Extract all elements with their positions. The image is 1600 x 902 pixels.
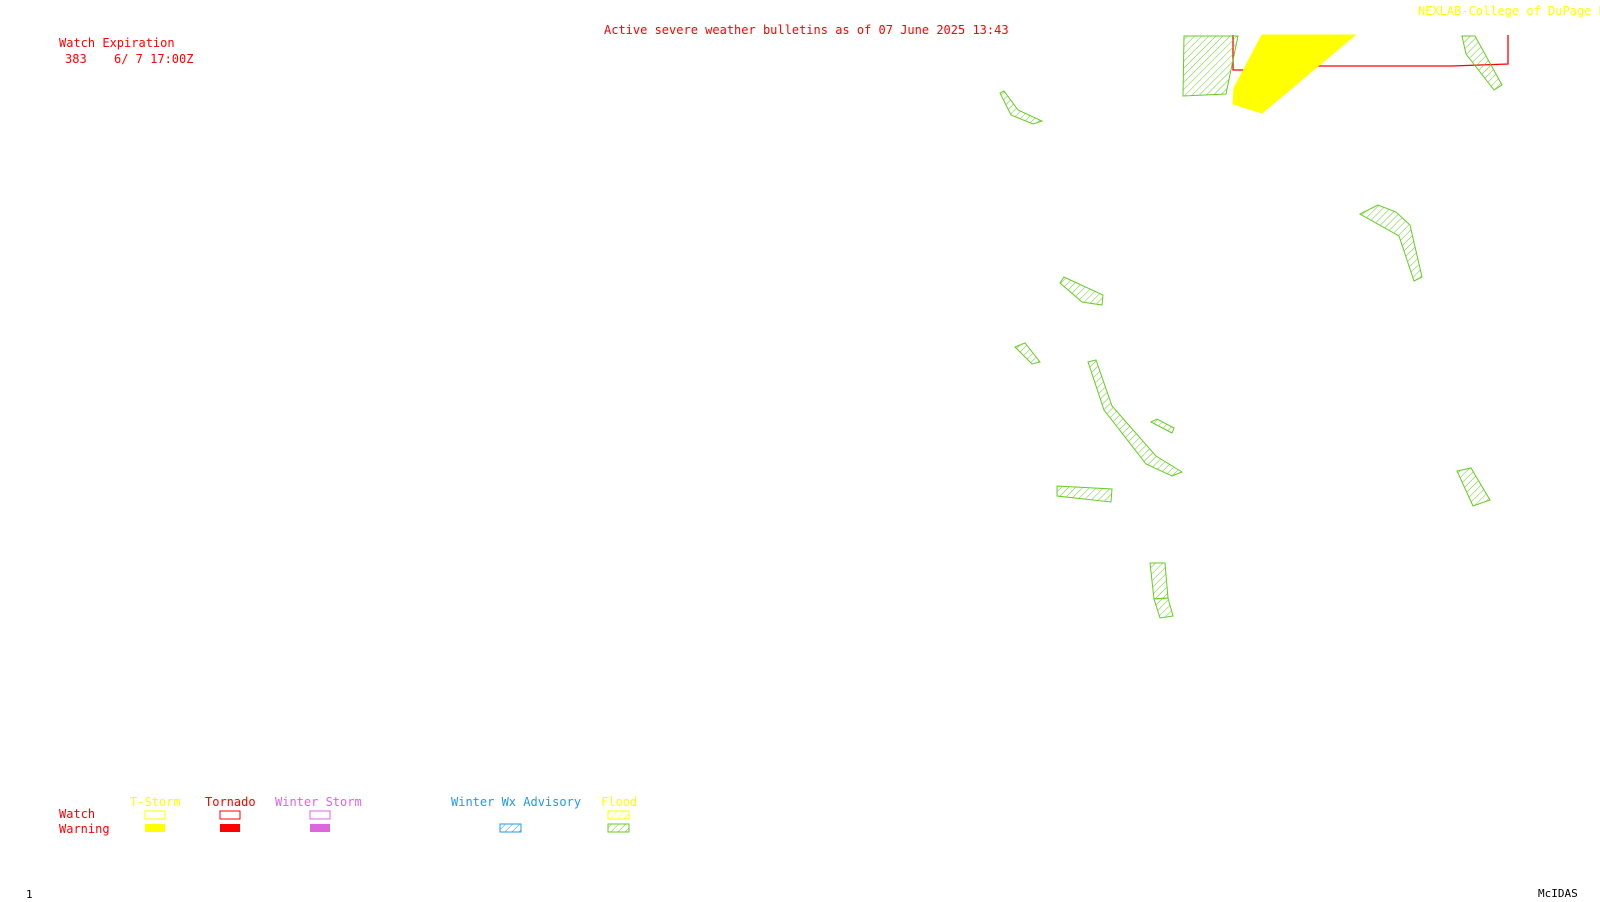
tstorm-watch-swatch — [144, 810, 166, 820]
winter-storm-watch-swatch — [309, 810, 331, 820]
legend-tstorm-label: T-Storm — [130, 795, 181, 809]
legend-tornado-label: Tornado — [205, 795, 256, 809]
flood-watch-swatch — [607, 810, 630, 820]
legend-winter-advisory-label: Winter Wx Advisory — [451, 795, 582, 809]
flood-warning-polygons — [999, 35, 1503, 619]
winter-storm-warning-swatch — [310, 824, 330, 832]
tstorm-warning-swatch — [145, 824, 165, 832]
legend-watch-row-label: Watch — [59, 807, 96, 821]
tstorm-warning-polygon — [1232, 34, 1357, 114]
page-title: Active severe weather bulletins as of 07… — [604, 23, 1009, 37]
tornado-warning-swatch — [220, 824, 240, 832]
flood-warning-polygon — [1014, 342, 1041, 365]
legend-warning-row-label: Warning — [59, 822, 110, 836]
flood-warning-polygon — [999, 90, 1044, 125]
flood-warning-polygon — [1182, 35, 1239, 97]
flood-warning-polygon — [1149, 562, 1169, 600]
flood-warning-swatch — [607, 823, 630, 833]
watch-expiration-time: 6/ 7 17:00Z — [114, 52, 194, 66]
legend-flood-label: Flood — [601, 795, 638, 809]
flood-warning-polygon — [1153, 597, 1174, 619]
flood-warning-polygon — [1059, 276, 1104, 306]
software-label: McIDAS — [1538, 887, 1578, 900]
watch-table-heading: Watch Expiration — [59, 36, 175, 50]
legend-winter-storm-label: Winter Storm — [275, 795, 362, 809]
flood-warning-polygon — [1461, 35, 1503, 91]
winter-advisory-warning-swatch — [499, 823, 522, 833]
flood-warning-polygon — [1456, 467, 1491, 507]
watch-number: 383 — [65, 52, 87, 66]
credit-label: NEXLAB-College of DuPage R — [1418, 4, 1600, 18]
legend-swatches — [144, 810, 630, 833]
flood-warning-polygon — [1087, 359, 1184, 477]
frame-number: 1 — [26, 888, 33, 901]
flood-warning-polygon — [1358, 204, 1423, 282]
flood-warning-polygon — [1149, 418, 1175, 434]
tornado-watch-swatch — [219, 810, 241, 820]
flood-warning-polygon — [1056, 485, 1113, 503]
